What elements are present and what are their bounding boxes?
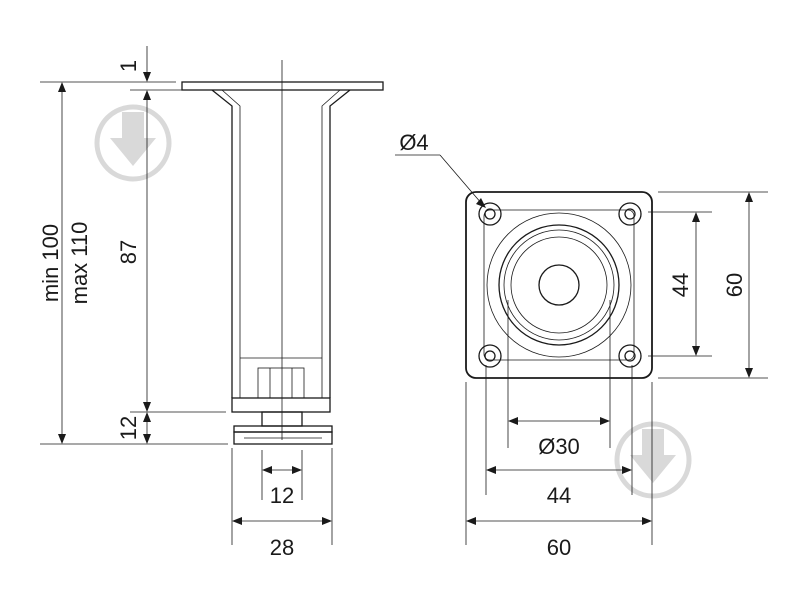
- body-left-edge: [211, 89, 233, 398]
- dim-plate-height: 60: [722, 192, 753, 378]
- mount-hole: [478, 344, 502, 368]
- download-arrow-icon: [94, 104, 172, 182]
- dim-body-height-label: 87: [116, 240, 141, 264]
- dim-hole-spacing-h-label: 44: [547, 483, 571, 508]
- dim-body-height: 87: [116, 98, 151, 412]
- dim-flange-label: 1: [116, 60, 141, 72]
- body-inner-right: [321, 89, 341, 398]
- dim-bolt-label: 12: [270, 483, 294, 508]
- dim-total-min-label: min 100: [38, 224, 63, 302]
- dim-plate-height-label: 60: [722, 273, 747, 297]
- dim-hole-label: Ø4: [399, 130, 428, 155]
- mount-plate: [465, 191, 653, 379]
- nut-block: [257, 367, 305, 399]
- dim-base-height: 12: [116, 412, 151, 444]
- body-base-ring: [231, 397, 331, 413]
- dim-plate-width-label: 60: [547, 535, 571, 560]
- mount-hole: [618, 344, 642, 368]
- side-extension-lines: [40, 81, 333, 545]
- dim-base-height-label: 12: [116, 416, 141, 440]
- body-inner-left: [221, 89, 241, 398]
- download-arrow-icon: [614, 421, 692, 499]
- dim-inner-diameter: Ø30: [508, 417, 610, 459]
- dim-hole-spacing-vertical: 44: [668, 212, 700, 356]
- dim-total-width: 28: [232, 517, 332, 560]
- body-right-edge: [329, 89, 351, 398]
- dim-hole-diameter: Ø4: [395, 130, 486, 208]
- top-flange-plate: [181, 81, 384, 91]
- dim-width-label: 28: [270, 535, 294, 560]
- center-hole: [538, 264, 580, 306]
- foot-disc-top: [233, 425, 333, 433]
- dim-plate-width: 60: [466, 517, 652, 560]
- dim-total-max-label: max 110: [67, 222, 92, 305]
- dim-flange-thickness: 1: [116, 46, 151, 100]
- dim-hole-spacing-horizontal: 44: [486, 466, 632, 508]
- dim-inner-diameter-label: Ø30: [538, 434, 580, 459]
- top-extension-lines: [465, 191, 768, 545]
- mount-hole: [618, 202, 642, 226]
- mount-hole: [478, 202, 502, 226]
- dim-hole-spacing-v-label: 44: [668, 273, 693, 297]
- side-view: [181, 60, 384, 445]
- dim-bolt-width: 12: [262, 466, 302, 508]
- top-view: [465, 191, 653, 379]
- dim-total-height: min 100 max 110: [38, 82, 92, 444]
- foot-disc: [233, 431, 333, 445]
